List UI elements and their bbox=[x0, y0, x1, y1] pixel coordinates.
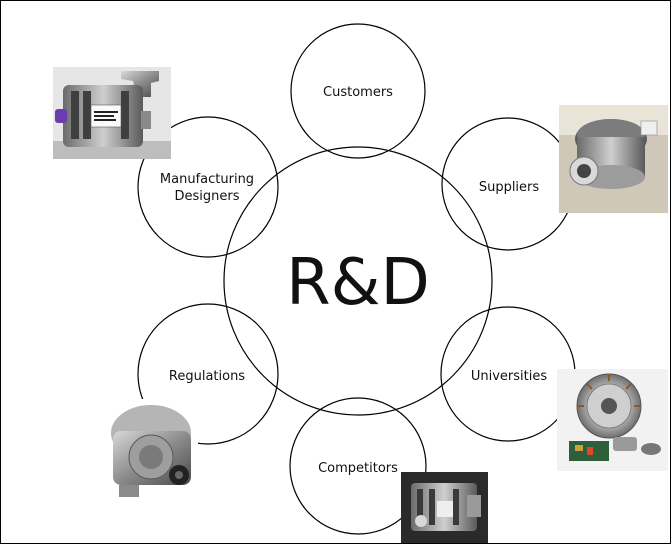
motor-photo-top-left bbox=[53, 67, 171, 159]
circle-rd-center bbox=[223, 146, 493, 416]
circle-customers bbox=[290, 23, 426, 159]
stator-kit-photo-right bbox=[557, 369, 668, 471]
label-suppliers: Suppliers bbox=[479, 180, 540, 195]
circle-regulations bbox=[137, 303, 279, 445]
center-label: R&D bbox=[286, 246, 430, 320]
circle-manufacturing-designers bbox=[137, 116, 279, 258]
motor-photo-bottom-center bbox=[401, 472, 488, 543]
circle-competitors bbox=[289, 397, 427, 535]
motor-photo-bottom-left bbox=[102, 399, 198, 503]
label-competitors: Competitors bbox=[318, 461, 398, 476]
label-customers: Customers bbox=[323, 85, 393, 100]
label-regulations: Regulations bbox=[169, 369, 245, 384]
pump-photo-top-right bbox=[559, 105, 668, 213]
label-designers: Designers bbox=[175, 189, 240, 204]
label-manufacturing: Manufacturing bbox=[160, 172, 254, 187]
label-universities: Universities bbox=[471, 369, 547, 384]
